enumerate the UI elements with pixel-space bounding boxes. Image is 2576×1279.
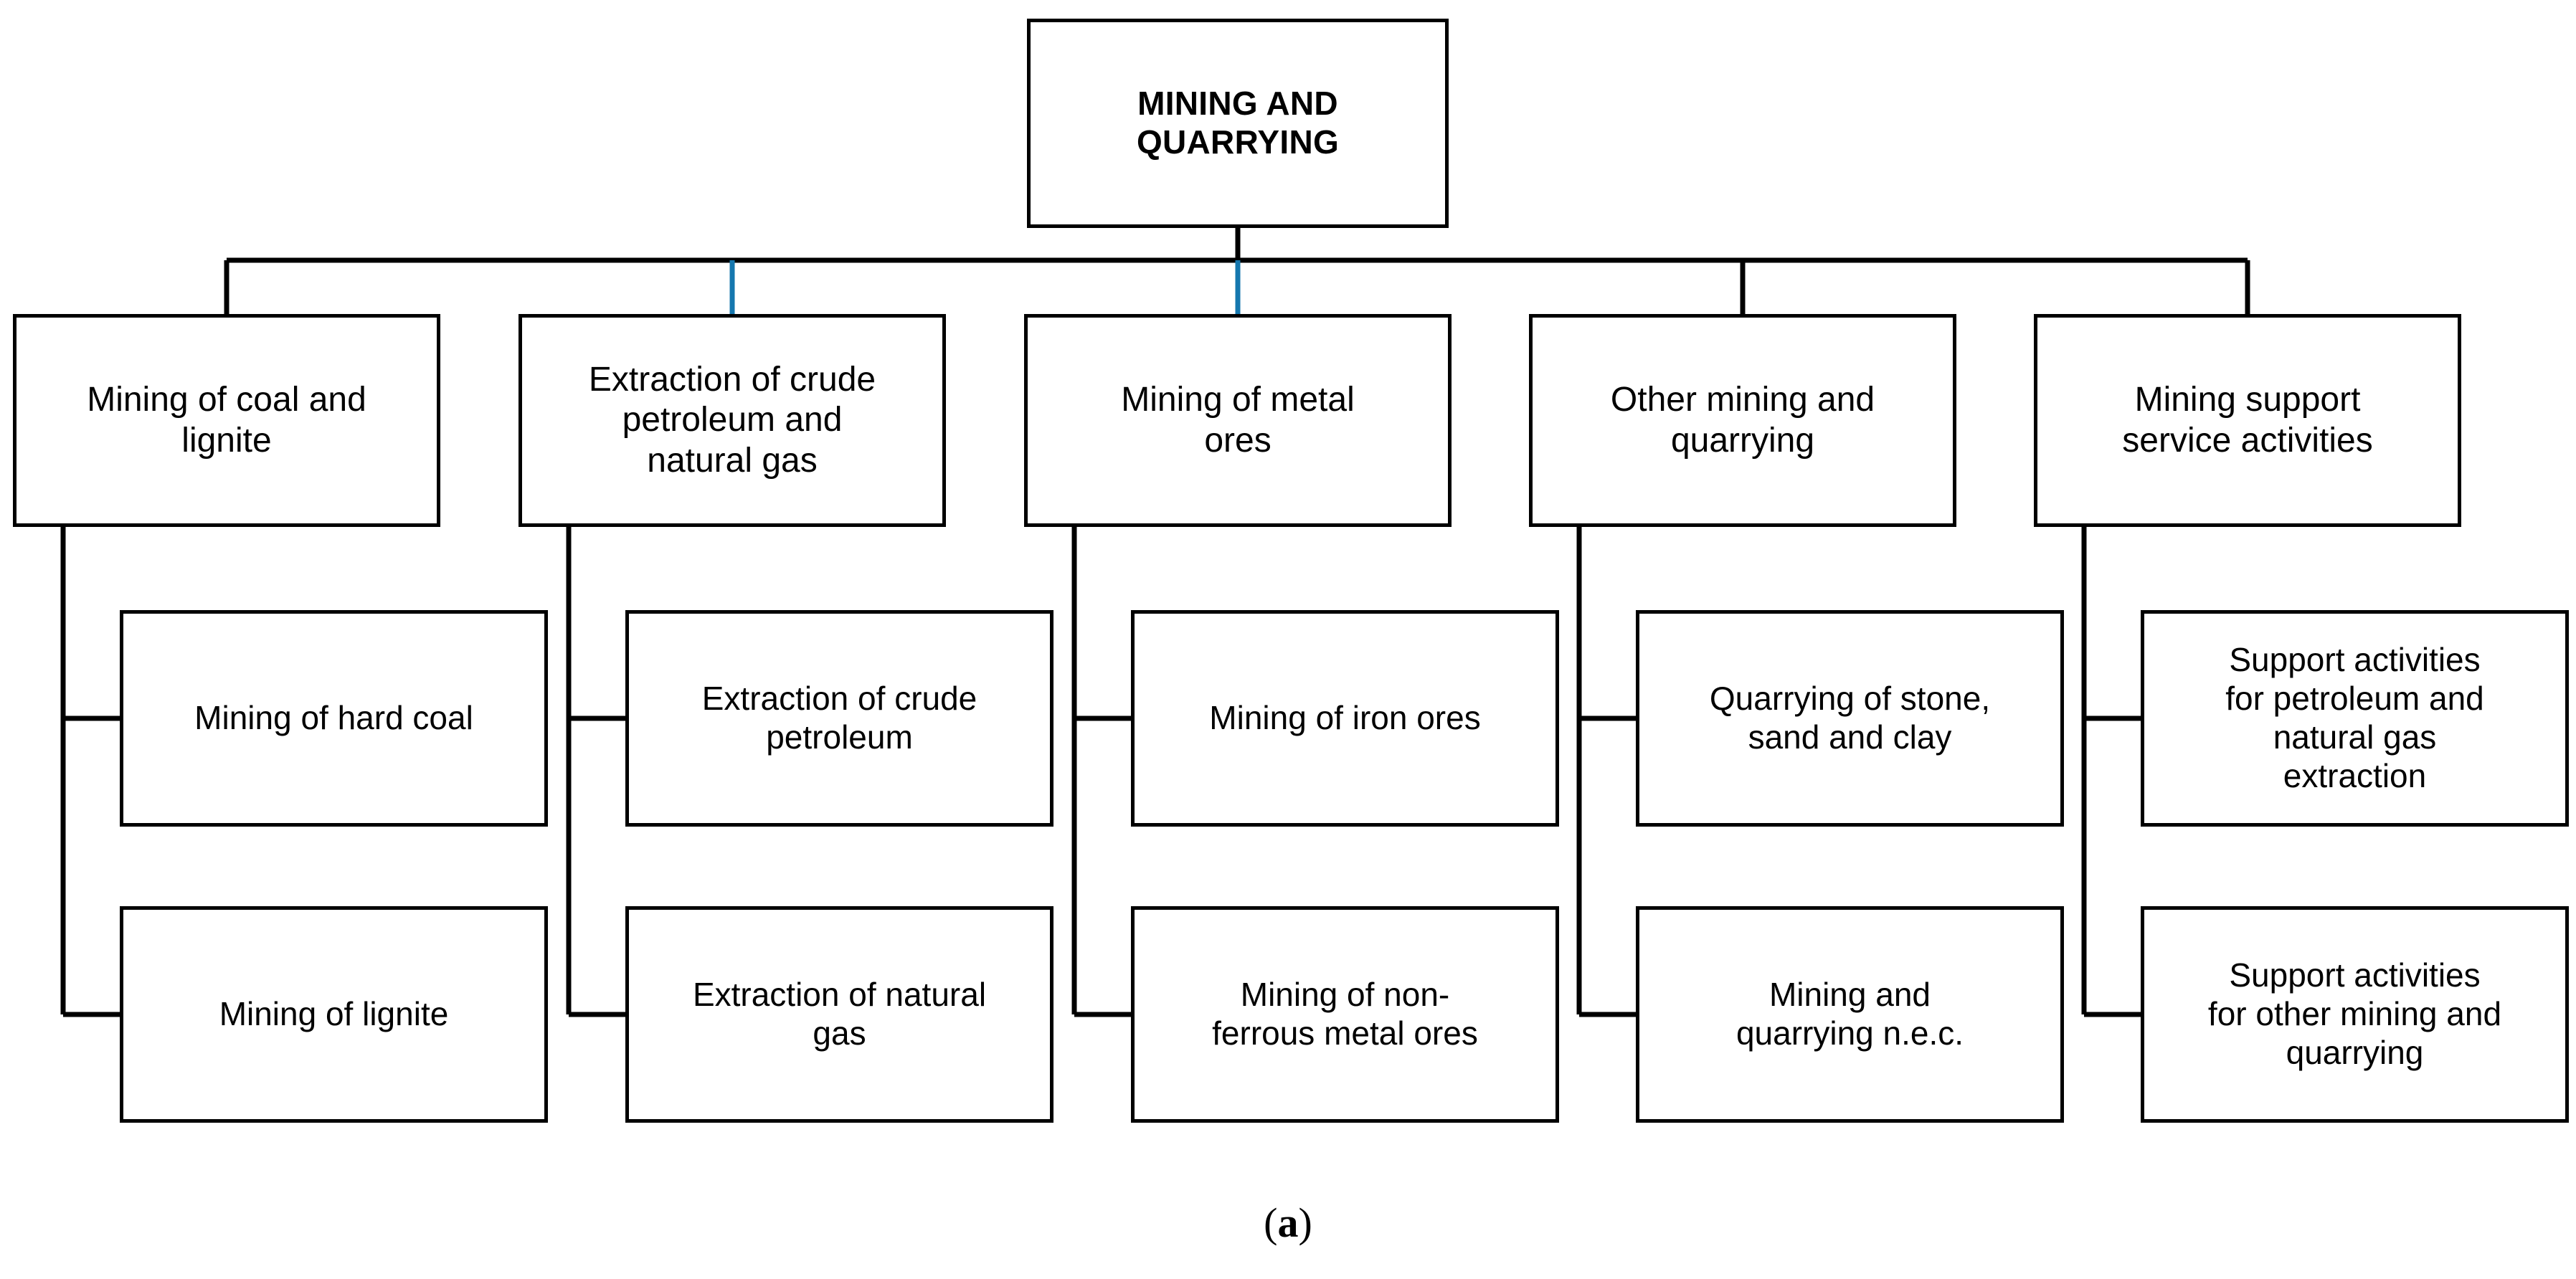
caption-paren-open: ( (1264, 1199, 1278, 1246)
node-branch-3-child-1[interactable]: Mining of iron ores (1131, 610, 1559, 827)
node-branch-4[interactable]: Other mining and quarrying (1529, 314, 1956, 527)
node-root[interactable]: MINING AND QUARRYING (1027, 19, 1449, 228)
node-branch-1-label: Mining of coal and lignite (87, 381, 366, 460)
node-branch-2-child-2-label: Extraction of natural gas (692, 976, 987, 1052)
node-branch-2-label: Extraction of crude petroleum and natura… (588, 361, 876, 480)
node-branch-1-child-2[interactable]: Mining of lignite (120, 906, 548, 1123)
node-branch-5-child-2-label: Support activities for other mining and … (2207, 956, 2502, 1071)
node-branch-4-child-1-label: Quarrying of stone, sand and clay (1709, 680, 1991, 756)
node-branch-5-child-2[interactable]: Support activities for other mining and … (2141, 906, 2569, 1123)
node-branch-5-child-1-label: Support activities for petroleum and nat… (2225, 641, 2484, 794)
node-branch-1-child-1[interactable]: Mining of hard coal (120, 610, 548, 827)
node-branch-1[interactable]: Mining of coal and lignite (13, 314, 440, 527)
figure-caption: (a) (0, 1199, 2576, 1247)
node-branch-3-child-2-label: Mining of non- ferrous metal ores (1212, 976, 1478, 1052)
node-branch-1-child-2-label: Mining of lignite (219, 995, 449, 1033)
node-branch-4-child-2-label: Mining and quarrying n.e.c. (1736, 976, 1964, 1052)
node-root-label: MINING AND QUARRYING (1136, 85, 1340, 161)
node-branch-5-label: Mining support service activities (2122, 381, 2373, 460)
node-branch-2-child-2[interactable]: Extraction of natural gas (625, 906, 1053, 1123)
caption-paren-close: ) (1298, 1199, 1312, 1246)
node-branch-3[interactable]: Mining of metal ores (1024, 314, 1452, 527)
node-branch-2-child-1-label: Extraction of crude petroleum (701, 680, 977, 756)
node-branch-2[interactable]: Extraction of crude petroleum and natura… (518, 314, 946, 527)
node-branch-3-label: Mining of metal ores (1121, 381, 1355, 460)
caption-letter: a (1277, 1199, 1299, 1246)
node-branch-4-child-2[interactable]: Mining and quarrying n.e.c. (1636, 906, 2064, 1123)
node-branch-5-child-1[interactable]: Support activities for petroleum and nat… (2141, 610, 2569, 827)
node-branch-4-label: Other mining and quarrying (1610, 381, 1875, 460)
node-branch-1-child-1-label: Mining of hard coal (194, 699, 473, 737)
node-branch-3-child-1-label: Mining of iron ores (1209, 699, 1481, 737)
node-branch-5[interactable]: Mining support service activities (2034, 314, 2461, 527)
node-branch-4-child-1[interactable]: Quarrying of stone, sand and clay (1636, 610, 2064, 827)
node-branch-2-child-1[interactable]: Extraction of crude petroleum (625, 610, 1053, 827)
node-branch-3-child-2[interactable]: Mining of non- ferrous metal ores (1131, 906, 1559, 1123)
